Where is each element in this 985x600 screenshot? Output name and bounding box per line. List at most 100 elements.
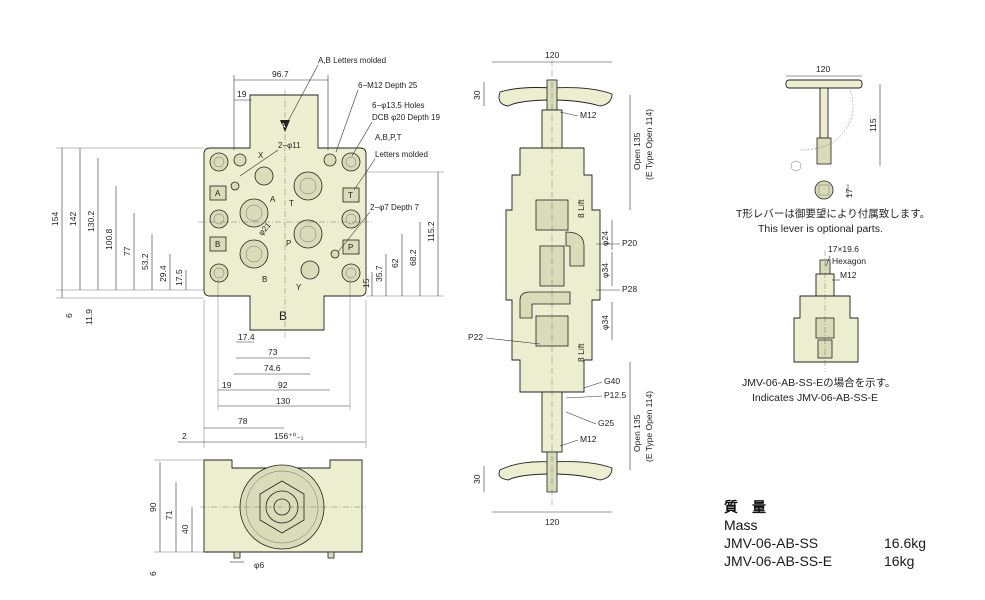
dim-p20: P20 [622, 238, 637, 248]
dim-phi34-a: φ34 [600, 263, 610, 278]
ports [230, 166, 340, 280]
dim-30-bottom: 30 [472, 474, 482, 484]
port-label-t: T [289, 199, 294, 208]
dim-p12-5: P12.5 [604, 390, 626, 400]
dim-g25: G25 [598, 418, 614, 428]
dim-phi34-b: φ34 [600, 315, 610, 330]
port-label-y: Y [296, 283, 302, 292]
dim-lift-bottom: 8 Lift [576, 343, 586, 362]
dim-29-4: 29.4 [158, 265, 168, 282]
dim-p28: P28 [622, 284, 637, 294]
dim-19-bottom: 19 [222, 380, 232, 390]
square-label-p: P [348, 243, 353, 252]
dim-73: 73 [268, 347, 278, 357]
mass-row: JMV-06-AB-SS-E 16kg [724, 552, 974, 570]
dim-78: 78 [238, 416, 248, 426]
note-ab-letters: A,B Letters molded [318, 56, 386, 65]
dim-15: 15 [361, 278, 371, 288]
dim-lever-115: 115 [868, 118, 878, 132]
t-lever-view: 120 115 17 T形レバーは御要望により付属致します。 This leve… [736, 64, 930, 235]
dim-2: 2 [182, 431, 187, 441]
lever-caption-jp: T形レバーは御要望により付属致します。 [736, 207, 930, 220]
etype-hex: 17×19.6 [828, 244, 859, 254]
dim-90: 90 [148, 502, 158, 512]
square-label-t: T [348, 191, 353, 200]
note-abpt-1: A,B,P,T [375, 133, 402, 142]
dim-40: 40 [180, 524, 190, 534]
front-view: X A T P B Y B A A B T P A,B Letters mold… [50, 56, 444, 448]
mass-value: 16.6kg [884, 535, 927, 551]
bottom-view: 90 71 40 6 φ6 [148, 459, 366, 576]
dim-lever-120: 120 [816, 64, 830, 74]
dim-30-top: 30 [472, 90, 482, 100]
dim-115-2: 115.2 [426, 221, 436, 242]
port-label-a: A [270, 195, 276, 204]
dim-35-7: 35.7 [374, 265, 384, 282]
dim-74-6: 74.6 [264, 363, 281, 373]
port-label-b: B [262, 275, 267, 284]
dim-6-bottom: 6 [148, 571, 158, 576]
dim-62: 62 [390, 258, 400, 268]
mass-row: JMV-06-AB-SS 16.6kg [724, 534, 974, 552]
mass-title-en: Mass [724, 517, 758, 533]
dim-154: 154 [50, 212, 60, 226]
e-type-view: 17×19.6 Hexagon M12 JMV-06-AB-SS-Eの場合を示す… [742, 244, 896, 404]
dim-open135-bottom: Open 135 [632, 414, 642, 452]
lever-caption-en: This lever is optional parts. [758, 223, 883, 235]
note-abpt-2: Letters molded [375, 150, 428, 159]
dim-g40: G40 [604, 376, 620, 386]
mass-title-jp: 質 量 [724, 499, 766, 515]
dim-phi6: φ6 [254, 560, 265, 570]
dim-lever-17: 17 [844, 188, 854, 198]
mass-table: 質 量 Mass JMV-06-AB-SS 16.6kg JMV-06-AB-S… [724, 498, 974, 570]
dim-p22: P22 [468, 332, 483, 342]
etype-hex-label: Hexagon [832, 256, 866, 266]
note-m12-depth: 6−M12 Depth 25 [358, 81, 418, 90]
dim-156: 156⁺⁰₋₁ [274, 431, 304, 441]
dim-6-left: 6 [64, 313, 74, 318]
port-label-p: P [286, 239, 291, 248]
port-label-b-big: B [279, 309, 287, 323]
note-phi7: 2−φ7 Depth 7 [370, 203, 420, 212]
dim-120-bottom: 120 [545, 517, 559, 527]
mass-model: JMV-06-AB-SS-E [724, 553, 833, 569]
note-phi11: 2−φ11 [278, 141, 301, 150]
dim-m12-bottom: M12 [580, 434, 597, 444]
square-label-b: B [215, 240, 220, 249]
mounting-holes [209, 152, 361, 283]
mass-value: 16kg [884, 553, 915, 569]
dim-130-2: 130.2 [86, 210, 96, 232]
port-label-a-top: A [281, 123, 286, 130]
dim-120-top: 120 [545, 50, 559, 60]
note-holes: 6−φ13.5 Holes [372, 101, 425, 110]
dim-etype-bottom: (E Type Open 114) [644, 391, 654, 462]
square-port-markers [209, 185, 360, 255]
square-label-a: A [215, 189, 221, 198]
dim-17-5: 17.5 [174, 269, 184, 286]
dim-68-2: 68.2 [408, 249, 418, 266]
dim-17-4: 17.4 [238, 332, 255, 342]
section-view: 120 120 30 30 M12 M12 Open 135 (E Type O… [468, 50, 654, 527]
dim-open135-top: Open 135 [632, 132, 642, 170]
mass-model: JMV-06-AB-SS [724, 535, 819, 551]
dim-130: 130 [276, 396, 290, 406]
dim-m12-top: M12 [580, 110, 597, 120]
dim-96-7: 96.7 [272, 69, 289, 79]
dim-53-2: 53.2 [140, 253, 150, 270]
dim-etype-top: (E Type Open 114) [644, 109, 654, 180]
dim-phi24: φ24 [600, 231, 610, 246]
etype-m12: M12 [840, 270, 857, 280]
dim-71: 71 [164, 510, 174, 520]
note-dcb: DCB φ20 Depth 19 [372, 113, 440, 122]
dim-19-top: 19 [237, 89, 247, 99]
dim-77: 77 [122, 246, 132, 256]
dim-100-8: 100.8 [104, 228, 114, 250]
dim-142: 142 [68, 212, 78, 226]
port-label-x: X [258, 151, 264, 160]
etype-caption-jp: JMV-06-AB-SS-Eの場合を示す。 [742, 376, 896, 389]
dim-11-9: 11.9 [84, 309, 94, 325]
etype-caption-en: Indicates JMV-06-AB-SS-E [752, 392, 878, 404]
dim-92: 92 [278, 380, 288, 390]
dim-lift-top: 8 Lift [576, 199, 586, 218]
